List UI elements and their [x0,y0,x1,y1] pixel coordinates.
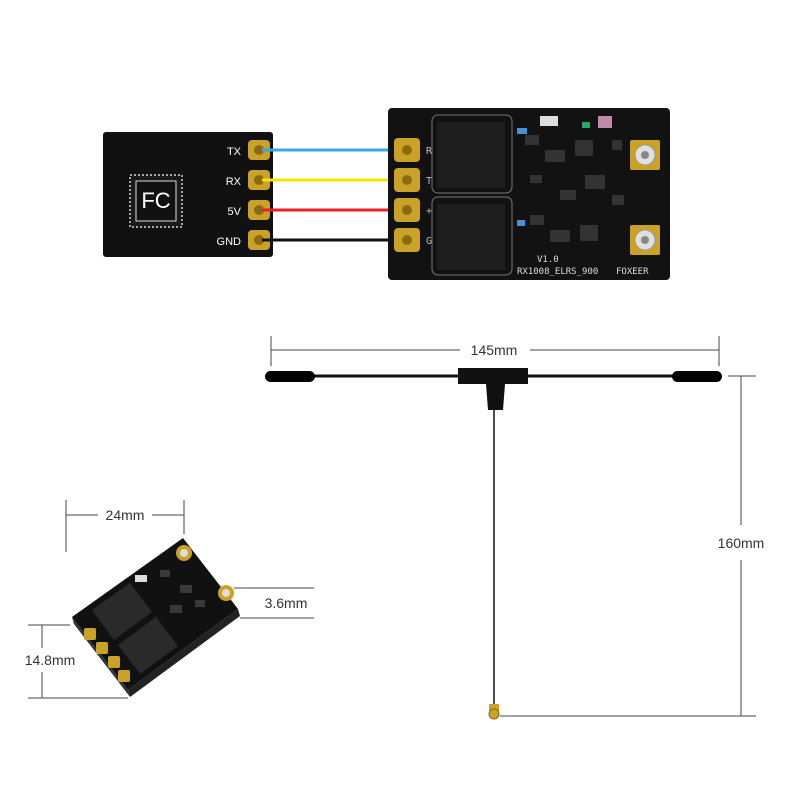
angled-board-pads [84,628,130,682]
rf-chip-2 [437,204,505,270]
antenna-t-junction [458,368,528,410]
fc-pin-label-rx: RX [226,176,242,188]
flight-controller-board: FC TX RX 5V GND [103,132,273,257]
antenna-tip-right [672,371,722,382]
receiver-brand-label: FOXEER [616,267,649,277]
antenna [265,368,722,720]
board-width-label: 24mm [106,507,145,523]
receiver-pad-label-t: T [426,176,432,187]
angled-rf-chip-1 [92,583,152,640]
dimension-board-thickness [234,587,314,619]
receiver-board-angled [72,538,240,697]
antenna-height-label: 160mm [718,535,765,551]
receiver-pad-label-g: G [426,236,432,247]
smd-components [525,135,624,242]
dimension-board-length [28,624,128,699]
fc-pin-label-tx: TX [227,146,242,158]
ufl-connector-1 [630,140,660,170]
fc-pin-label-5v: 5V [228,206,242,218]
fc-pads [248,140,270,250]
antenna-tip-left [265,371,315,382]
angled-ufl-connector-2 [218,585,234,601]
angled-board-body [72,538,238,690]
angled-rf-chip-2 [118,617,178,674]
rf-shield-outline-1 [431,114,513,194]
fc-pin-label-gnd: GND [217,236,242,248]
board-length-label: 14.8mm [25,652,76,668]
fc-board-body [103,132,273,257]
receiver-pad-label-plus: + [426,206,432,217]
rf-chip-1 [437,122,505,188]
smd-green-part [582,122,590,128]
board-thickness-label: 3.6mm [265,595,308,611]
wires [262,148,405,242]
smd-blue-cap-2 [517,220,525,226]
dimension-antenna-height [500,375,756,717]
angled-ufl-connector-1 [176,545,192,561]
receiver-board-body [388,108,670,280]
receiver-pad-label-r: R [426,146,433,157]
fc-chip-label: FC [141,188,170,213]
smd-blue-cap [517,128,527,134]
dimension-antenna-width [270,336,720,366]
receiver-board-top: R T + G [388,108,670,280]
ufl-connector-2 [630,225,660,255]
led-component [598,116,612,128]
dimension-board-width [65,500,185,552]
smd-white-part [540,116,558,126]
antenna-width-label: 145mm [471,342,518,358]
fc-chip: FC [129,174,183,228]
receiver-version-label: V1.0 [537,255,559,265]
receiver-model-label: RX1008_ELRS_900 [517,267,598,277]
rf-shield-outline-2 [431,196,513,276]
